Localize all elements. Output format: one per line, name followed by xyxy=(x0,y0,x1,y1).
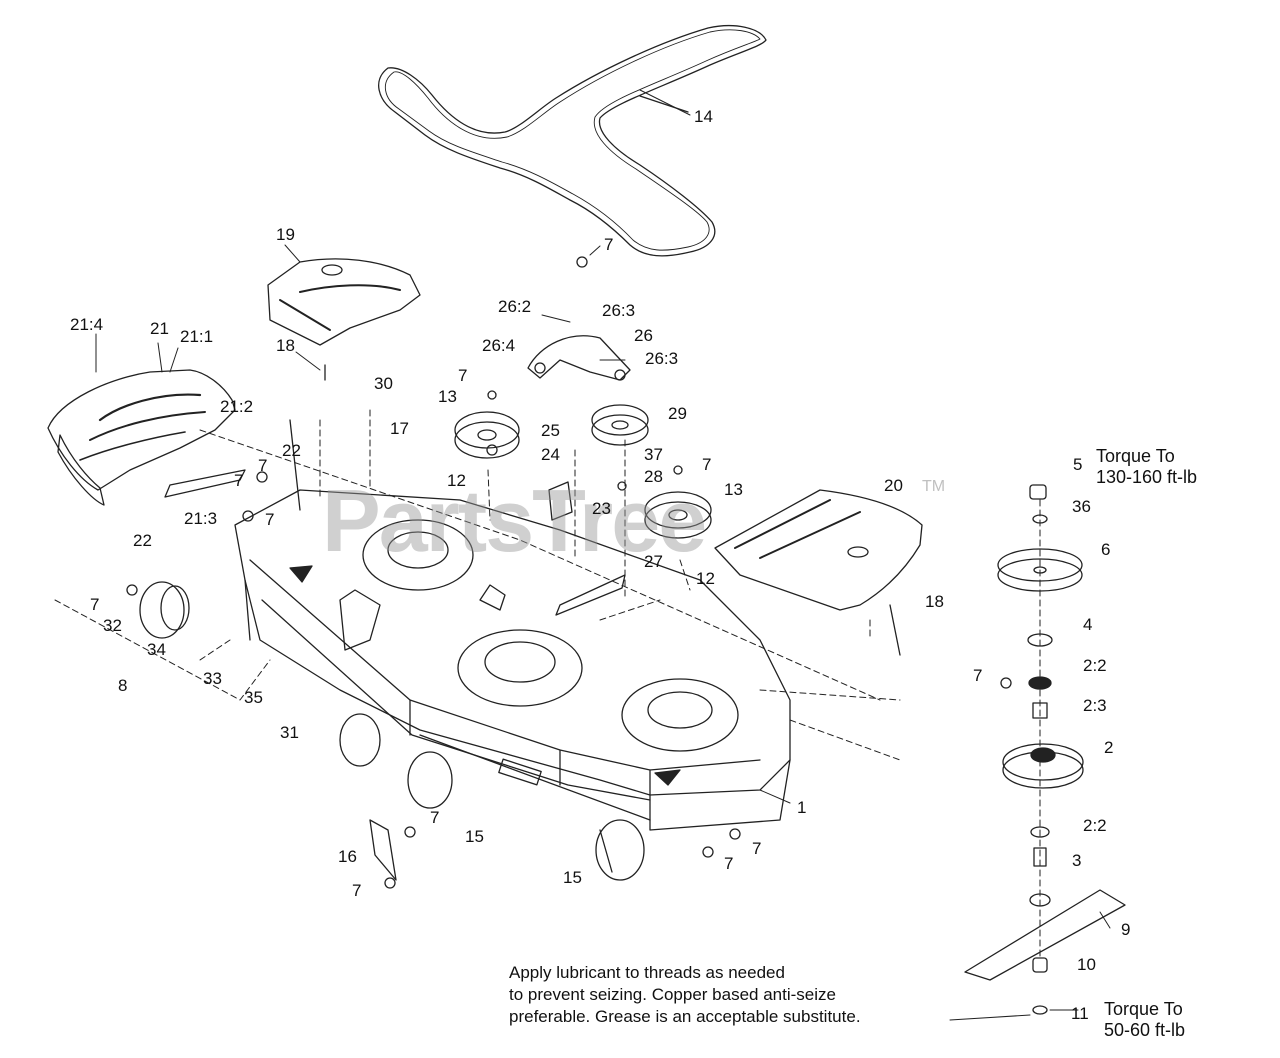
torque-blade-value: 50-60 ft-lb xyxy=(1104,1020,1186,1040)
callout-26-2: 26:2 xyxy=(498,297,532,316)
callout-7: 7 xyxy=(265,510,275,529)
callout-27: 27 xyxy=(644,552,663,571)
callout-11: 11 xyxy=(1071,1004,1089,1023)
callout-2-2: 2:2 xyxy=(1083,656,1107,675)
callout-19: 19 xyxy=(276,225,295,244)
callout-9: 9 xyxy=(1121,920,1131,939)
torque-spindle-label: Torque To xyxy=(1096,446,1175,466)
callout-21-1: 21:1 xyxy=(180,327,214,346)
left-belt-cover xyxy=(47,369,236,506)
callout-34: 34 xyxy=(147,640,166,659)
torque-blade-bolt: Torque To 50-60 ft-lb xyxy=(1104,999,1185,1041)
callout-3: 3 xyxy=(1072,851,1082,870)
lubricant-note: Apply lubricant to threads as needed to … xyxy=(509,962,861,1028)
mower-deck xyxy=(234,489,791,881)
callout-33: 33 xyxy=(203,669,222,688)
callout-26-3: 26:3 xyxy=(602,301,636,320)
callout-22: 22 xyxy=(282,441,301,460)
callout-26-3: 26:3 xyxy=(645,349,679,368)
callout-7: 7 xyxy=(430,808,440,827)
callout-5: 5 xyxy=(1073,455,1083,474)
callout-28: 28 xyxy=(644,467,663,486)
callout-22: 22 xyxy=(133,531,152,550)
watermark: PartsTree xyxy=(322,471,707,570)
callout-21: 21 xyxy=(150,319,169,338)
idler-bracket xyxy=(527,335,631,381)
callout-31: 31 xyxy=(280,723,299,742)
callout-7: 7 xyxy=(352,881,362,900)
callout-35: 35 xyxy=(244,688,263,707)
callout-7: 7 xyxy=(752,839,762,858)
callout-30: 30 xyxy=(374,374,393,393)
callout-7: 7 xyxy=(604,235,614,254)
torque-blade-label: Torque To xyxy=(1104,999,1183,1019)
callout-7: 7 xyxy=(458,366,468,385)
pulley-29 xyxy=(591,404,649,446)
callout-26: 26 xyxy=(634,326,653,345)
torque-spindle-nut: Torque To 130-160 ft-lb xyxy=(1096,446,1197,488)
callout-32: 32 xyxy=(103,616,122,635)
callout-18: 18 xyxy=(276,336,295,355)
callout-14: 14 xyxy=(694,107,713,126)
callout-36: 36 xyxy=(1072,497,1091,516)
callout-24: 24 xyxy=(541,445,560,464)
torque-spindle-value: 130-160 ft-lb xyxy=(1096,467,1198,487)
callout-21-3: 21:3 xyxy=(184,509,218,528)
callout-6: 6 xyxy=(1101,540,1111,559)
callout-26-4: 26:4 xyxy=(482,336,516,355)
watermark-tm: TM xyxy=(922,478,946,495)
leader-lines xyxy=(54,409,1041,961)
callout-1: 1 xyxy=(797,798,807,817)
callout-15: 15 xyxy=(465,827,484,846)
callout-37: 37 xyxy=(644,445,663,464)
callout-18: 18 xyxy=(925,592,944,611)
callout-7: 7 xyxy=(258,456,268,475)
drive-belt xyxy=(378,25,767,257)
callout-2-2: 2:2 xyxy=(1083,816,1107,835)
callout-21-4: 21:4 xyxy=(70,315,104,334)
note-line-1: Apply lubricant to threads as needed xyxy=(509,963,785,982)
callout-20: 20 xyxy=(884,476,903,495)
fasteners xyxy=(126,256,1012,889)
callout-4: 4 xyxy=(1083,615,1093,634)
callout-2-3: 2:3 xyxy=(1083,696,1107,715)
note-line-2: to prevent seizing. Copper based anti-se… xyxy=(509,985,836,1004)
callout-23: 23 xyxy=(592,499,611,518)
callout-7: 7 xyxy=(234,471,244,490)
callout-15: 15 xyxy=(563,868,582,887)
callout-7: 7 xyxy=(724,854,734,873)
callout-2: 2 xyxy=(1104,738,1114,757)
callout-17: 17 xyxy=(390,419,409,438)
pulley-13-right xyxy=(644,491,712,539)
note-line-3: preferable. Grease is an acceptable subs… xyxy=(509,1007,861,1026)
spindle-stack xyxy=(964,484,1126,1015)
callout-21-2: 21:2 xyxy=(220,397,254,416)
callout-10: 10 xyxy=(1077,955,1096,974)
callout-13: 13 xyxy=(438,387,457,406)
callout-8: 8 xyxy=(118,676,128,695)
callout-13: 13 xyxy=(724,480,743,499)
callout-12: 12 xyxy=(696,569,715,588)
callout-16: 16 xyxy=(338,847,357,866)
callout-7: 7 xyxy=(973,666,983,685)
callout-29: 29 xyxy=(668,404,687,423)
right-belt-cover xyxy=(714,489,923,611)
deck-wheel xyxy=(139,581,190,639)
callout-7: 7 xyxy=(702,455,712,474)
callout-25: 25 xyxy=(541,421,560,440)
center-belt-cover xyxy=(267,258,421,346)
callout-leaders xyxy=(95,89,1111,1021)
callout-12: 12 xyxy=(447,471,466,490)
callout-7: 7 xyxy=(90,595,100,614)
